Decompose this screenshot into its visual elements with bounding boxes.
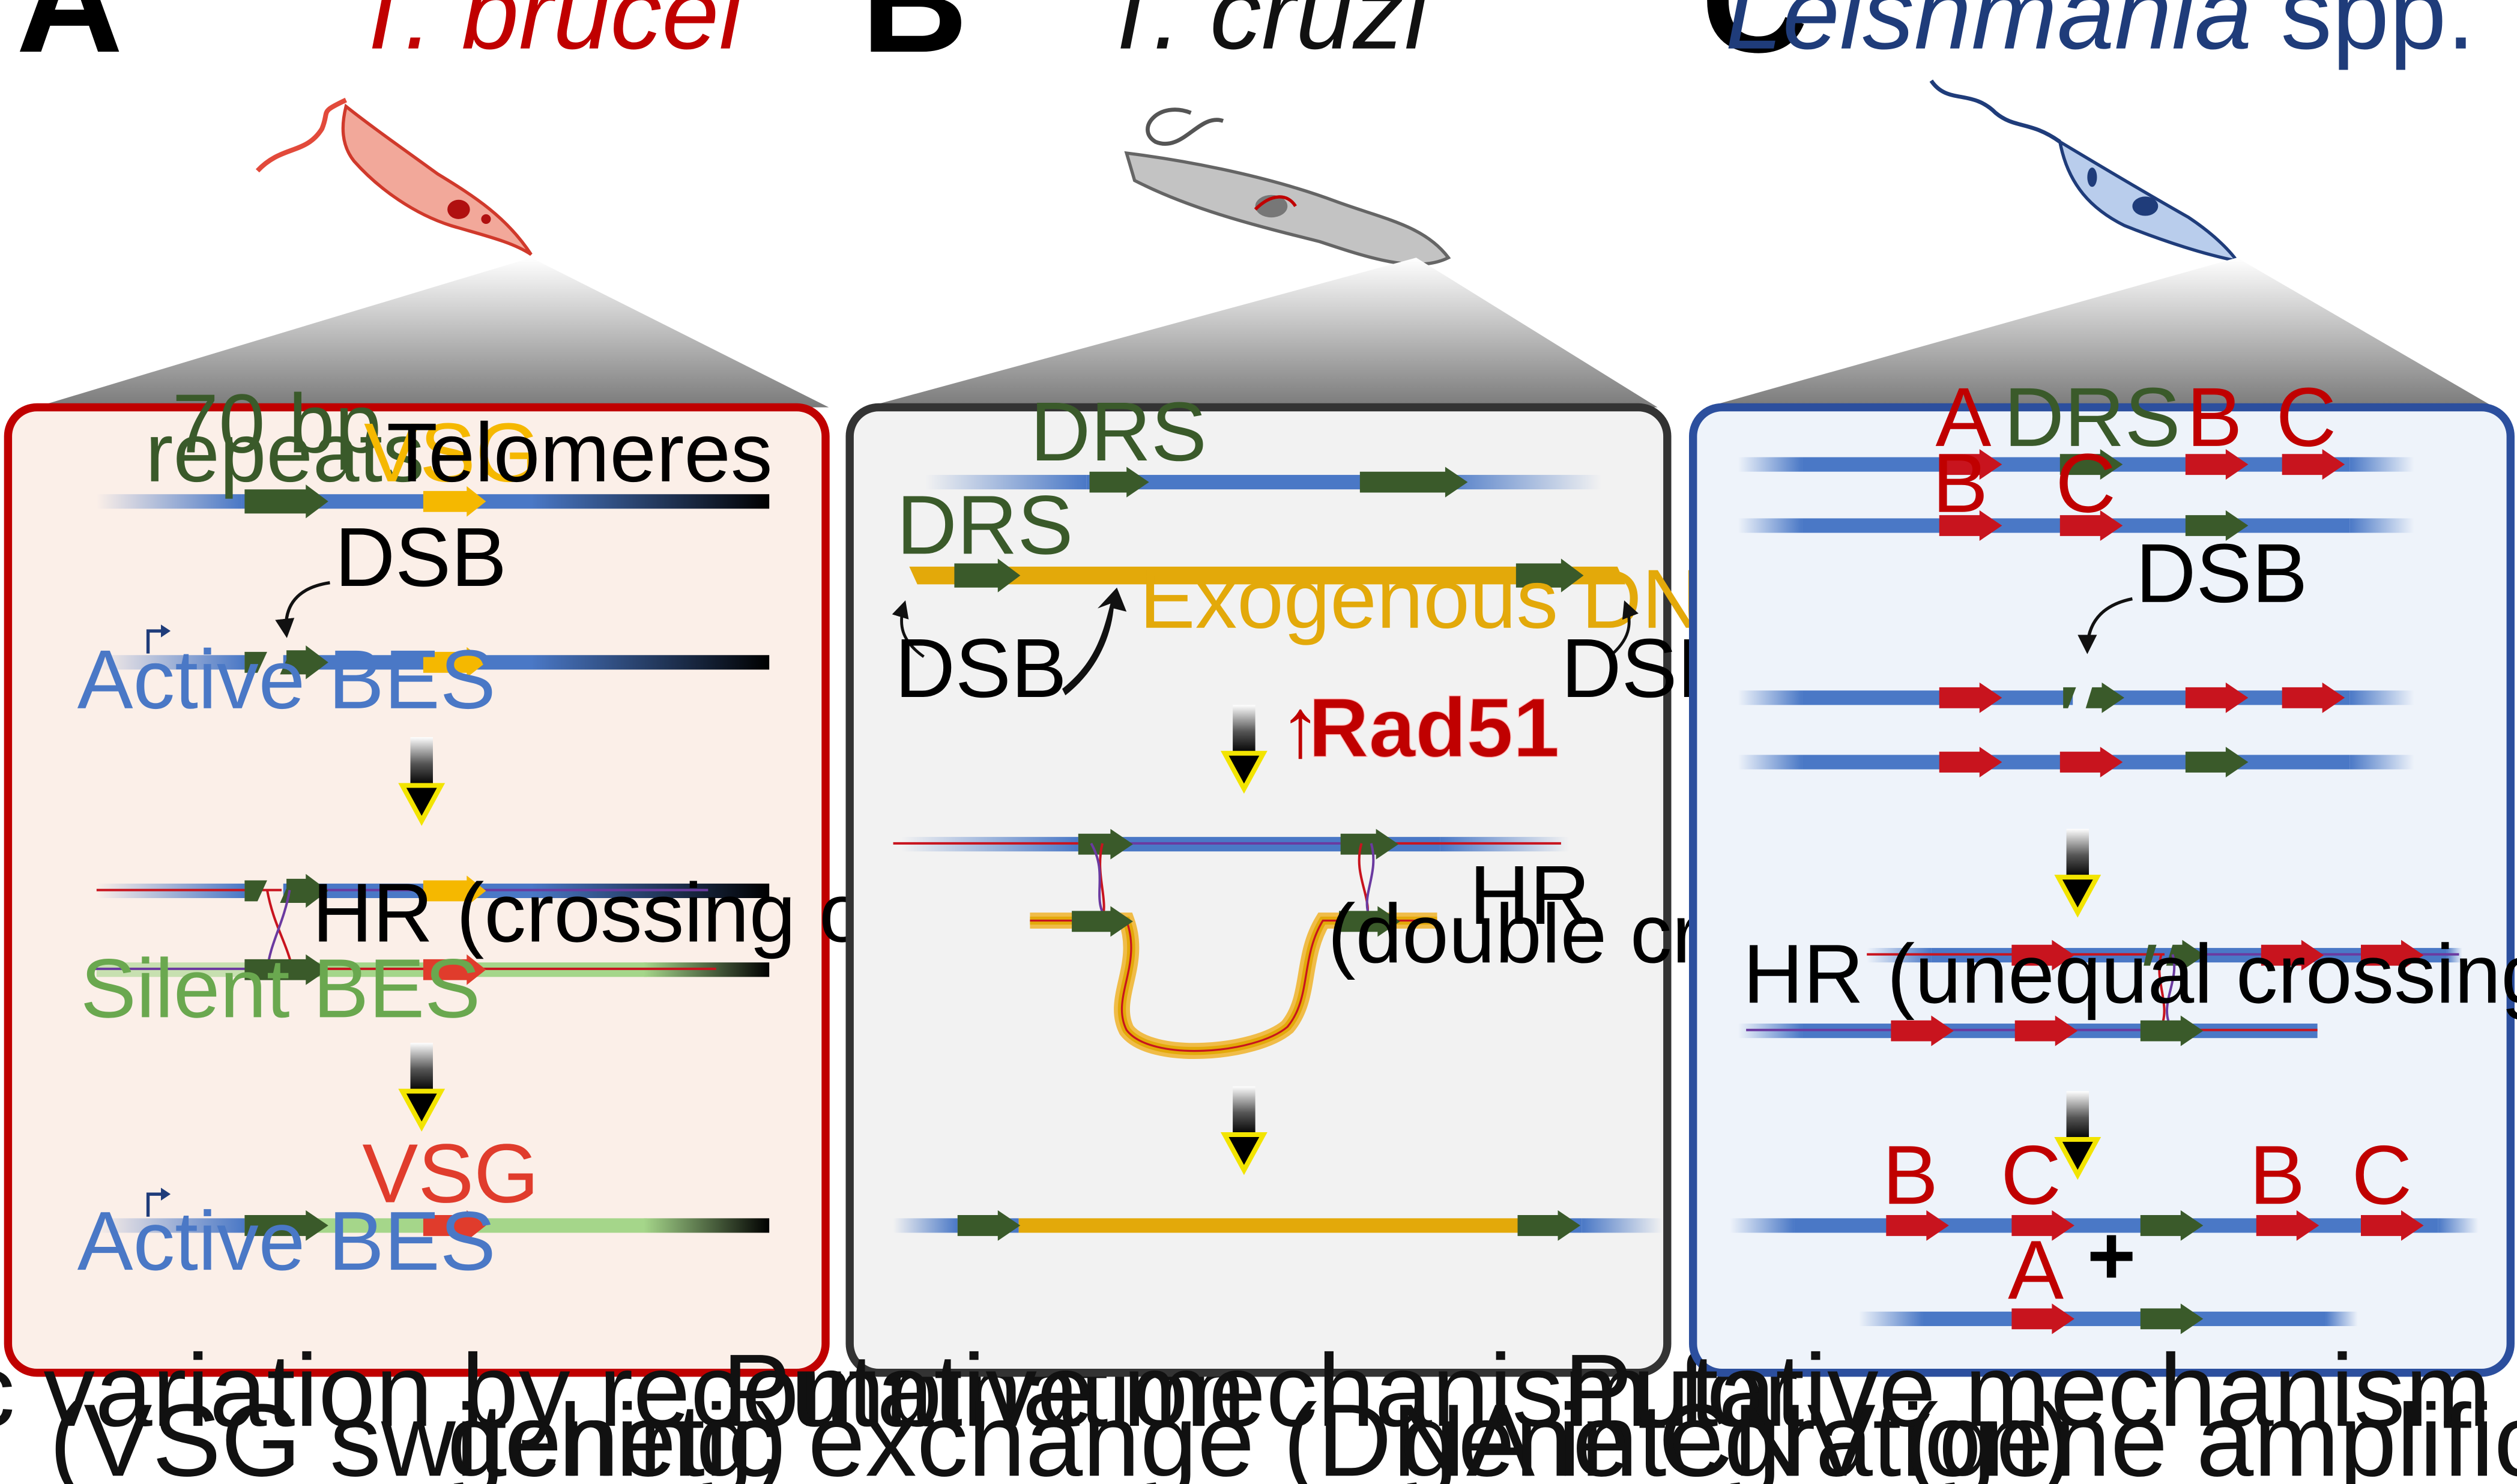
down-arrow-b2	[1220, 1086, 1268, 1175]
species-title-c: Leishmania spp.	[1725, 0, 2475, 71]
label-drs-exo: DRS	[896, 478, 1073, 572]
caption-b-line1: Putative mechanism for	[722, 1333, 1798, 1448]
species-title-a: T. brucei	[351, 0, 744, 71]
panel-b-box	[845, 403, 1672, 1377]
trypanosoma-brucei-icon	[255, 97, 533, 256]
label-vsg-top: VSG	[364, 406, 540, 499]
caption-b-line2: genetic exchange (DNA integration)	[447, 1383, 2073, 1484]
label-gene-a: A	[1935, 370, 1991, 464]
label-repeats: repeats	[145, 406, 425, 499]
panel-c-box	[1688, 403, 2515, 1377]
label-res-c2: C	[2352, 1128, 2413, 1222]
exogenous-dna	[909, 566, 1626, 585]
panel-letter-b: B	[861, 0, 968, 83]
label-telomeres: Telomeres	[387, 406, 773, 499]
dsb-arrow-a	[275, 581, 330, 638]
drs-arrow-top-1	[1089, 466, 1149, 498]
label-drs-top: DRS	[1030, 385, 1207, 478]
insertion-arrow	[1062, 587, 1127, 696]
label-rad51: Rad51	[1308, 681, 1559, 774]
repeats-arrow	[244, 484, 328, 519]
label-gene-c: C	[2276, 370, 2337, 464]
label-active-bes: Active BES	[77, 633, 496, 726]
label-res-b1: B	[1882, 1128, 1938, 1222]
label-vsg-bottom: VSG	[362, 1127, 539, 1220]
down-arrow-a2	[398, 1043, 446, 1132]
drs-arrow-top-2	[1359, 466, 1468, 498]
caption-c-line1: Putative mechanism for	[1564, 1333, 2517, 1448]
label-gene-b-2: B	[1932, 436, 1988, 530]
down-arrow-a1	[398, 737, 446, 826]
label-dsb-a: DSB	[335, 510, 507, 604]
zoom-fan	[35, 258, 829, 408]
caption-c-line2: gene CNV (gene amplification)	[1401, 1383, 2517, 1484]
label-active-bes-bottom: Active BES	[77, 1194, 496, 1288]
label-res-c1: C	[2001, 1128, 2061, 1222]
label-dsb-c: DSB	[2136, 526, 2308, 620]
zoom-fan-c	[1706, 258, 2495, 408]
exogenous-loop	[1030, 912, 1437, 1060]
leishmania-icon	[1929, 79, 2241, 264]
label-hr-c: HR (unequal crossing over)	[1743, 927, 2517, 1021]
label-gene-b: B	[2187, 370, 2243, 464]
dsb-arrow-c	[2077, 597, 2133, 654]
caption-a-line2: (VSG switching)	[49, 1383, 788, 1484]
label-gene-c-2: C	[2055, 436, 2116, 530]
label-hr-b: HR	[1469, 848, 1590, 942]
label-res-a: A	[2008, 1223, 2064, 1317]
label-silent-bes: Silent BES	[80, 941, 480, 1035]
label-drs-c: DRS	[2004, 370, 2180, 464]
panel-b: B T. cruzi DRS DRS Exogenous DNA sequenc…	[447, 0, 2156, 1484]
label-70bp: 70 bp	[172, 377, 382, 471]
panel-c: C Leishmania spp. A DRS B C B C	[1401, 0, 2517, 1484]
down-arrow-c2	[2054, 1091, 2102, 1180]
plus-sign: +	[2087, 1208, 2136, 1302]
label-res-b2: B	[2249, 1128, 2305, 1222]
down-arrow-b1	[1220, 705, 1268, 794]
label-dsb-left: DSB	[895, 621, 1067, 715]
rad51-up-arrow: ↑	[1280, 681, 1322, 774]
species-title-b: T. cruzi	[1099, 0, 1430, 71]
zoom-fan-b	[866, 258, 1658, 408]
vsg-arrow	[423, 486, 486, 517]
panel-letter-c: C	[1701, 0, 1808, 83]
down-arrow-c1	[2054, 828, 2102, 918]
panel-letter-a: A	[16, 0, 123, 83]
